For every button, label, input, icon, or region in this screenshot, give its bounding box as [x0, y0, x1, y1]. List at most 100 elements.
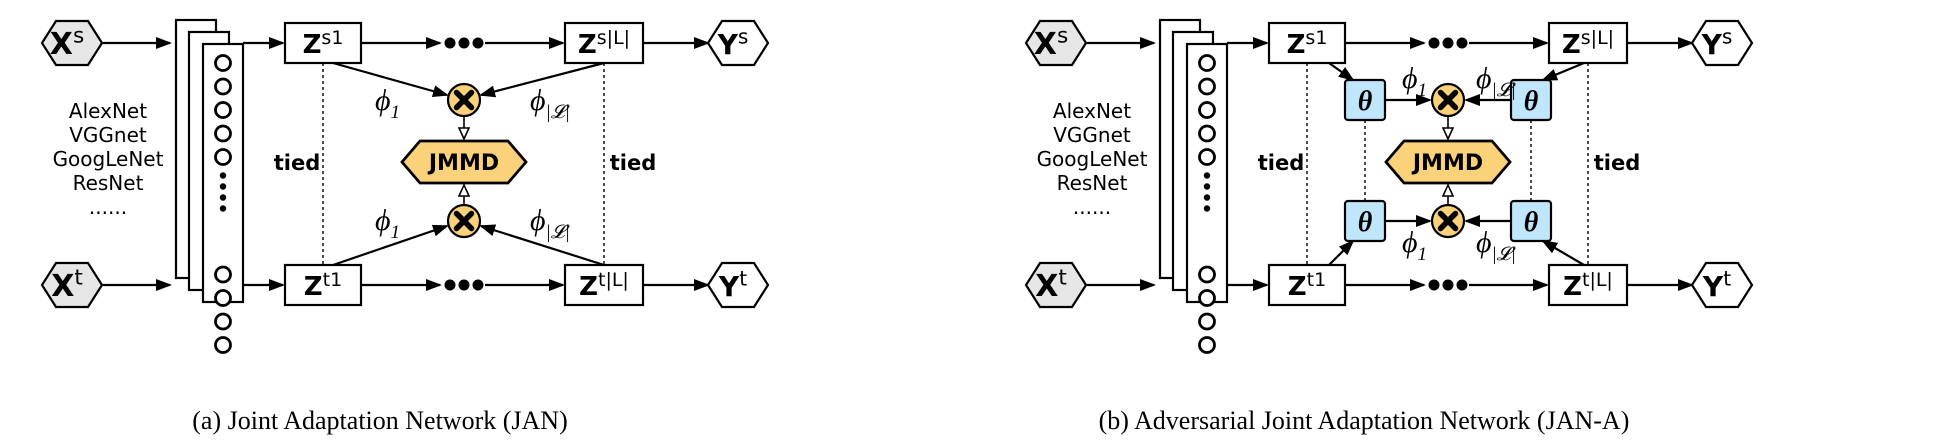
- z-source-last-label: Zs|L|: [578, 27, 630, 60]
- neuron-ellipsis-dot-1: [1203, 172, 1211, 179]
- panel-a: XsXtAlexNetVGGnetGoogLeNetResNet......Zs…: [40, 18, 770, 435]
- neuron-1: [1198, 54, 1216, 72]
- z-target-first-label: Zt1: [304, 269, 342, 302]
- z-target-last-to-tensor-arrow: [479, 224, 605, 267]
- tied-label-right: tied: [610, 151, 657, 175]
- input-target-label: Xt: [1035, 266, 1067, 304]
- output-target-label: Yt: [718, 266, 747, 303]
- jmmd-label: JMMD: [427, 151, 499, 176]
- phi-source-first: ϕ1: [375, 84, 400, 123]
- input-source-label: Xs: [1034, 24, 1068, 62]
- output-target-pill: [1690, 261, 1754, 309]
- jmmd-hexagon: [400, 139, 528, 185]
- tied-label-left: tied: [1258, 151, 1305, 175]
- output-source-label-superscript: s: [738, 24, 749, 48]
- network-name-5: ......: [1073, 195, 1111, 219]
- phi-source-last-subscript: |𝓛|: [1492, 80, 1516, 101]
- neuron-8: [1198, 312, 1216, 331]
- output-target-pill: [706, 261, 770, 309]
- network-name-2: VGGnet: [69, 123, 147, 147]
- layer-ellipsis-source: [444, 37, 484, 49]
- phi-target-last-subscript: |𝓛|: [546, 222, 570, 243]
- neuron-7: [214, 289, 232, 307]
- phi-target-last-subscript: |𝓛|: [1492, 244, 1516, 265]
- neuron-ellipsis-dot-2: [1203, 183, 1211, 190]
- neuron-4: [214, 124, 232, 143]
- z-target-last-box: [563, 263, 645, 307]
- z-target-last-label: Zt|L|: [1563, 269, 1613, 302]
- jmmd-label: JMMD: [1411, 151, 1483, 176]
- neuron-3: [214, 101, 232, 119]
- neuron-7: [1198, 289, 1216, 307]
- network-name-1: AlexNet: [1053, 99, 1131, 123]
- caption-a: (a) Joint Adaptation Network (JAN): [192, 406, 567, 435]
- theta-target-left-label: θ: [1358, 207, 1373, 238]
- output-source-pill: [706, 19, 770, 67]
- output-source-label: Ys: [717, 24, 749, 61]
- output-target-label-superscript: t: [739, 266, 747, 290]
- input-source-pill: [40, 19, 104, 67]
- neuron-1: [214, 54, 232, 72]
- tied-label-left: tied: [274, 151, 321, 175]
- input-source-pill: [1024, 19, 1088, 67]
- tied-label-right: tied: [1594, 151, 1641, 175]
- neuron-6: [214, 265, 232, 284]
- theta-source-left-label: θ: [1358, 86, 1373, 117]
- z-target-first-to-tensor-arrow: [332, 224, 449, 267]
- z-source-last-to-tensor-arrow: [479, 61, 605, 98]
- input-source-label-superscript: s: [1057, 24, 1068, 49]
- network-name-1: AlexNet: [69, 99, 147, 123]
- neuron-2: [214, 77, 232, 96]
- z-source-last-box: [1547, 21, 1629, 65]
- phi-target-first: ϕ1: [1402, 226, 1427, 265]
- neuron-9: [214, 336, 232, 354]
- network-name-5: ......: [89, 195, 127, 219]
- tensor-product-source: [446, 82, 482, 118]
- z-target-last-box: [1547, 263, 1629, 307]
- neuron-9: [1198, 336, 1216, 354]
- neuron-ellipsis-dot-4: [1203, 205, 1211, 212]
- network-name-4: ResNet: [73, 171, 144, 195]
- neuron-ellipsis-dot-1: [219, 172, 227, 179]
- z-source-last-box: [563, 21, 645, 65]
- output-target-label: Yt: [1702, 266, 1731, 303]
- phi-source-first: ϕ1: [1402, 62, 1427, 101]
- phi-target-first: ϕ1: [375, 204, 400, 243]
- layer-ellipsis-source: [1428, 37, 1468, 49]
- neuron-6: [1198, 265, 1216, 284]
- input-target-label-superscript: t: [74, 266, 82, 291]
- neuron-5: [1198, 148, 1216, 166]
- input-target-label-superscript: t: [1058, 266, 1066, 291]
- phi-target-last: ϕ|𝓛|: [530, 204, 570, 243]
- caption-b: (b) Adversarial Joint Adaptation Network…: [1099, 406, 1630, 435]
- phi-source-first-subscript: 1: [1418, 80, 1428, 101]
- input-target-pill: [1024, 261, 1088, 309]
- neuron-2: [1198, 77, 1216, 96]
- phi-source-first-subscript: 1: [391, 102, 401, 123]
- neuron-ellipsis-dot-3: [219, 194, 227, 201]
- tensor-product-source: [1430, 82, 1466, 118]
- tensor-product-target: [446, 203, 482, 239]
- z-target-first-box: [1267, 263, 1347, 307]
- neuron-ellipsis-dot-4: [219, 205, 227, 212]
- z-source-first-label: Zs1: [303, 27, 344, 60]
- input-source-label-superscript: s: [73, 24, 84, 49]
- z-target-last-label: Zt|L|: [579, 269, 629, 302]
- panel-b: XsXtAlexNetVGGnetGoogLeNetResNet......Zs…: [1024, 18, 1754, 435]
- network-name-3: GoogLeNet: [53, 147, 164, 171]
- phi-source-last: ϕ|𝓛|: [530, 84, 570, 123]
- neuron-ellipsis-dot-2: [219, 183, 227, 190]
- output-source-label: Ys: [1701, 24, 1733, 61]
- z-source-last-to-theta-arrow: [1541, 61, 1585, 82]
- z-source-first-to-theta-arrow: [1328, 62, 1355, 82]
- jmmd-hexagon: [1384, 139, 1512, 185]
- z-source-first-label: Zs1: [1287, 27, 1328, 60]
- z-source-first-to-tensor-arrow: [332, 61, 449, 97]
- z-target-first-label: Zt1: [1288, 269, 1326, 302]
- phi-target-first-subscript: 1: [391, 222, 401, 243]
- output-source-label-superscript: s: [1722, 24, 1733, 48]
- z-target-last-to-theta-arrow: [1541, 239, 1585, 266]
- network-name-4: ResNet: [1057, 171, 1128, 195]
